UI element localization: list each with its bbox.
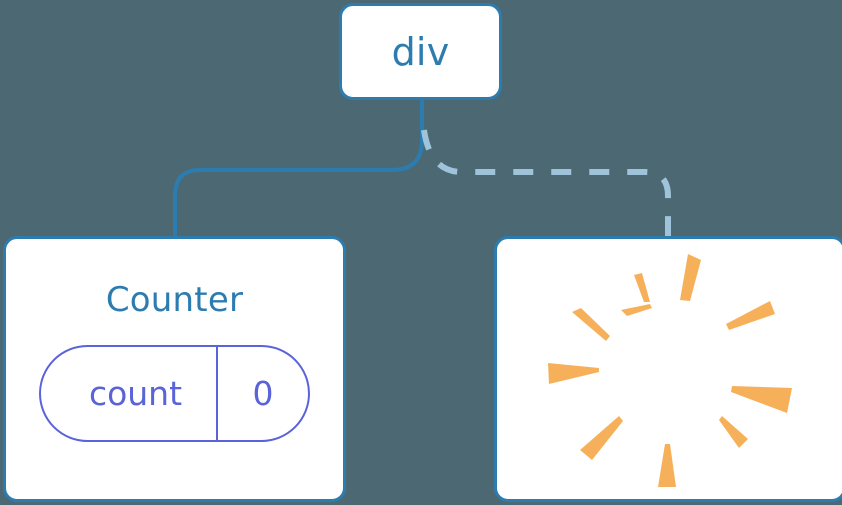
sunburst-ray: [726, 301, 775, 330]
sunburst-ray: [658, 444, 676, 487]
sunburst-ray: [572, 308, 610, 341]
sunburst-rays: [548, 254, 792, 487]
node-div[interactable]: div: [339, 3, 502, 100]
node-counter[interactable]: Counter count 0: [3, 236, 346, 502]
node-spark[interactable]: [494, 236, 842, 502]
state-badge-value: 0: [216, 347, 308, 440]
sunburst-ray: [731, 386, 792, 413]
sunburst-icon: [530, 244, 810, 494]
node-counter-label: Counter: [105, 280, 244, 320]
sunburst-ray: [548, 363, 599, 384]
edge-div-to-spark: [421, 129, 671, 240]
state-badge-key: count: [88, 374, 183, 413]
edge-div-to-counter: [173, 98, 424, 242]
sunburst-ray: [621, 304, 652, 316]
sunburst-ray: [719, 416, 748, 448]
sunburst-ray: [634, 273, 650, 302]
sunburst-ray: [580, 416, 623, 460]
sunburst-ray: [680, 254, 701, 301]
node-div-label: div: [391, 29, 450, 74]
state-badge[interactable]: count 0: [39, 345, 310, 442]
